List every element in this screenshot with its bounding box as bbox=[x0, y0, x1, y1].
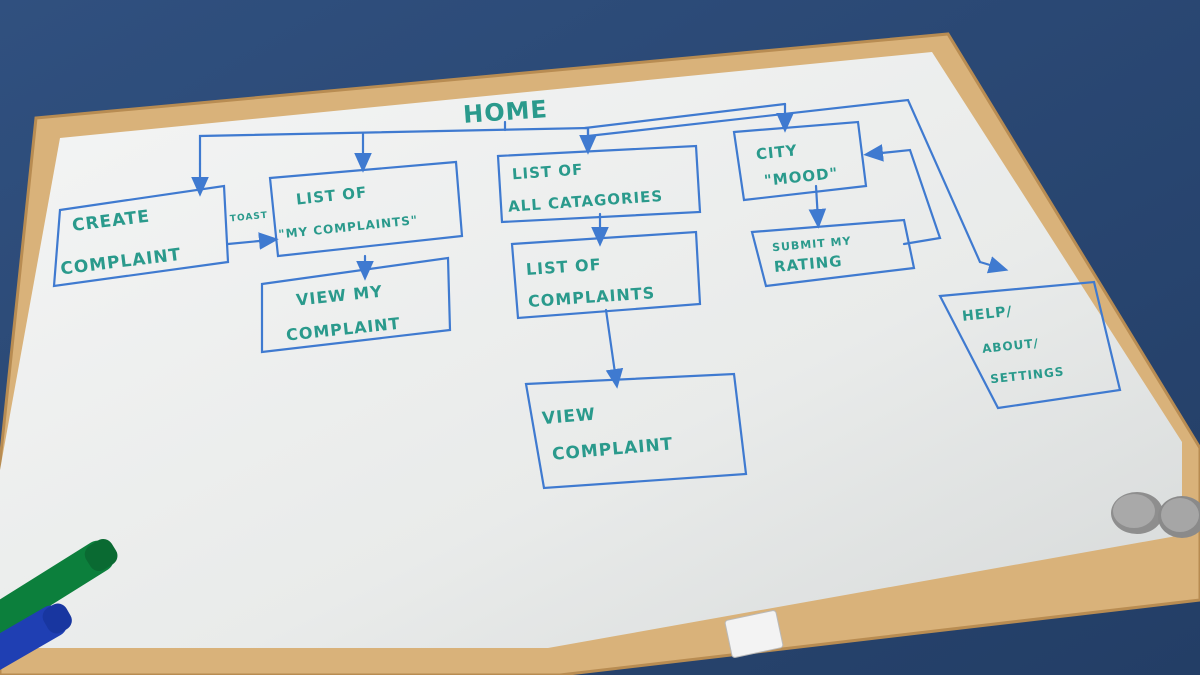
box-city-mood bbox=[732, 120, 868, 202]
view-complaint-line1: VIEW bbox=[541, 405, 596, 430]
flow-lines bbox=[191, 98, 1009, 389]
box-create-complaint bbox=[52, 184, 230, 288]
blue-marker bbox=[0, 603, 72, 675]
city-mood-line1: CITY bbox=[755, 141, 798, 163]
box-view-my-complaint bbox=[260, 256, 452, 354]
box-my-complaints bbox=[268, 160, 464, 258]
toast-label: TOAST bbox=[230, 211, 269, 225]
green-marker bbox=[0, 538, 118, 639]
submit-rating-line2: RATING bbox=[773, 252, 843, 276]
box-help bbox=[938, 280, 1122, 410]
box-all-categories bbox=[496, 144, 702, 224]
flow-boxes bbox=[52, 120, 1122, 490]
box-list-complaints bbox=[510, 230, 702, 320]
help-line1: HELP/ bbox=[961, 304, 1013, 325]
box-submit-rating bbox=[750, 218, 916, 288]
whiteboard-surface bbox=[0, 52, 1182, 648]
help-line2: ABOUT/ bbox=[981, 336, 1039, 356]
marker-tray bbox=[724, 610, 784, 658]
box-view-complaint bbox=[524, 372, 748, 490]
all-categories-line1: LIST OF bbox=[511, 160, 583, 183]
home-title: HOME bbox=[462, 95, 549, 129]
magnets bbox=[1111, 492, 1200, 538]
